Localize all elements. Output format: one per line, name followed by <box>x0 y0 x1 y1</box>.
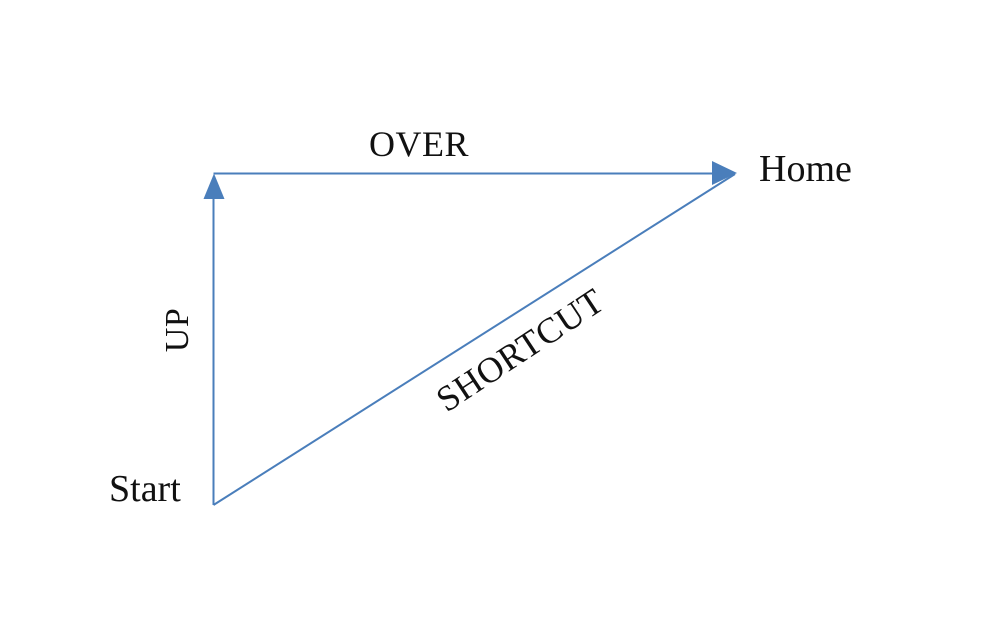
edge-label-up: UP <box>159 307 196 353</box>
node-label-start: Start <box>109 468 181 510</box>
arrowhead-up-icon <box>203 173 225 199</box>
edge-up <box>203 173 225 505</box>
edge-shortcut <box>212 173 736 506</box>
arrowhead-right-icon <box>712 161 737 185</box>
edge-label-over: OVER <box>369 124 469 164</box>
edge-over <box>213 161 737 185</box>
edge-shortcut-line <box>212 173 736 506</box>
node-label-home: Home <box>759 148 852 190</box>
